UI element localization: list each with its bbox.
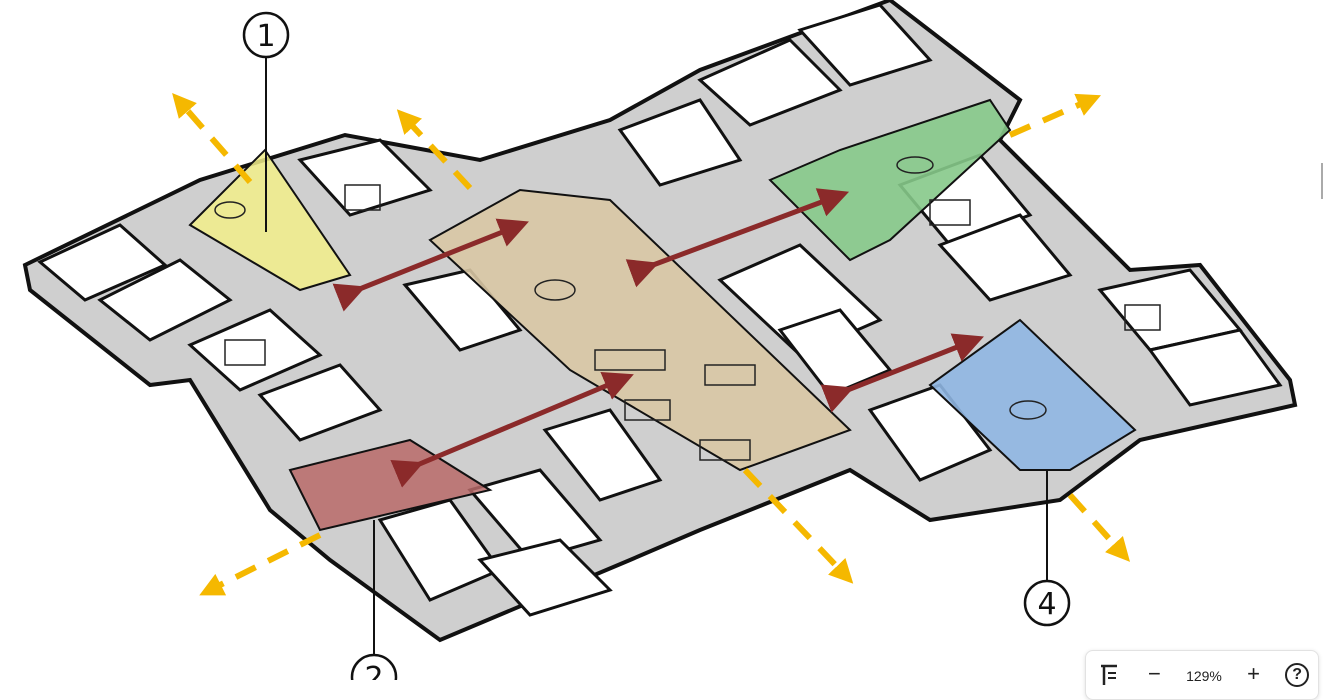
callout-2: 2 (350, 520, 398, 680)
exit-arrow (742, 467, 854, 584)
vertical-scrollbar[interactable] (1321, 163, 1323, 199)
svg-text:2: 2 (364, 661, 383, 680)
exit-arrow (199, 532, 322, 596)
circulation-arrow (625, 188, 850, 288)
exit-arrows (172, 92, 1131, 596)
help-button[interactable]: ? (1285, 663, 1310, 687)
floor-plan-drawing: 1 2 4 (22, 0, 1298, 680)
fit-page-icon[interactable] (1095, 663, 1123, 689)
circulation-arrow (820, 333, 984, 413)
zoom-in-button[interactable]: + (1247, 661, 1260, 686)
callout-1: 1 (242, 11, 290, 232)
zoom-level: 129% (1186, 668, 1222, 684)
exit-arrow (172, 92, 253, 184)
circulation-arrow (332, 218, 529, 312)
circulation-arrow (390, 371, 634, 488)
callout-4: 4 (1023, 470, 1071, 627)
zoom-toolbar: − 129% + ? (1085, 650, 1319, 700)
circulation-arrows (332, 188, 984, 488)
svg-text:1: 1 (256, 19, 275, 54)
zone-tan-commons (428, 188, 852, 472)
zoom-out-button[interactable]: − (1148, 661, 1161, 686)
svg-text:4: 4 (1037, 587, 1056, 622)
exit-arrow (1067, 492, 1131, 562)
exit-arrow (396, 109, 473, 191)
exit-arrow (1008, 93, 1101, 138)
